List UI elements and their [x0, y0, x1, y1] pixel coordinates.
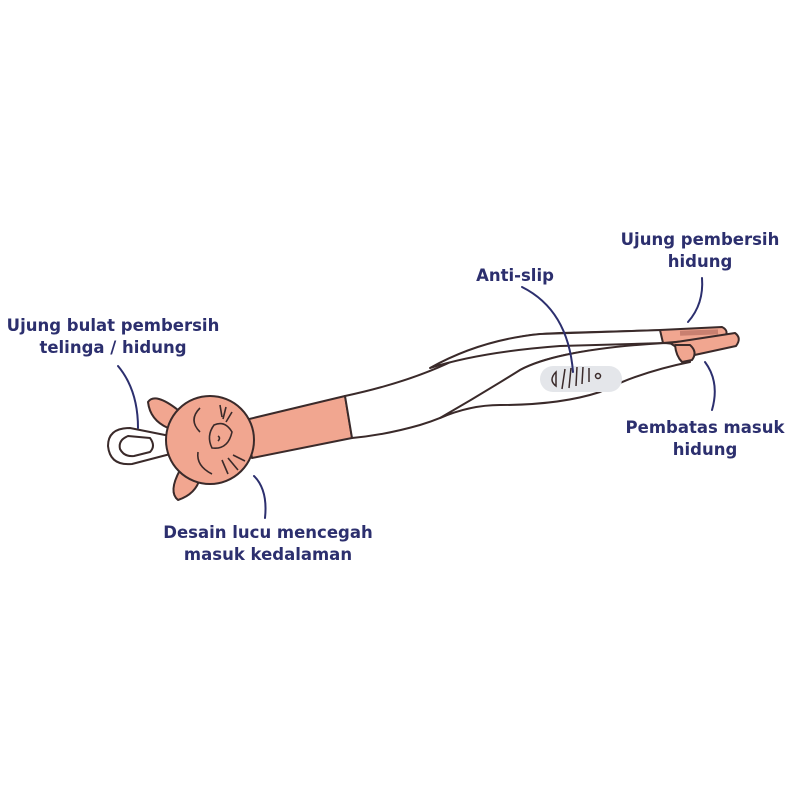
leader-anti-slip	[521, 286, 574, 373]
cat-head	[147, 395, 255, 501]
anti-slip-grip	[540, 366, 622, 392]
leader-nose-stopper	[704, 361, 716, 411]
nose-stopper	[674, 344, 696, 363]
leader-round-tip	[117, 365, 139, 429]
label-round-tip-line1: Ujung bulat pembersih	[7, 316, 220, 335]
label-cute-design-line2: masuk kedalaman	[184, 545, 352, 564]
ear-scoop-tip	[107, 427, 179, 466]
label-cute-design-line1: Desain lucu mencegah	[163, 523, 372, 542]
label-nose-stopper-line2: hidung	[673, 440, 738, 459]
label-anti-slip: Anti-slip	[476, 266, 554, 285]
label-nose-tip-line2: hidung	[668, 252, 733, 271]
label-nose-tip-line1: Ujung pembersih	[621, 230, 780, 249]
leader-nose-tip	[687, 277, 704, 323]
label-round-tip-line2: telinga / hidung	[39, 338, 186, 357]
leader-cute-design	[253, 475, 267, 519]
label-nose-stopper-line1: Pembatas masuk	[626, 418, 786, 437]
pink-neck	[244, 395, 353, 459]
